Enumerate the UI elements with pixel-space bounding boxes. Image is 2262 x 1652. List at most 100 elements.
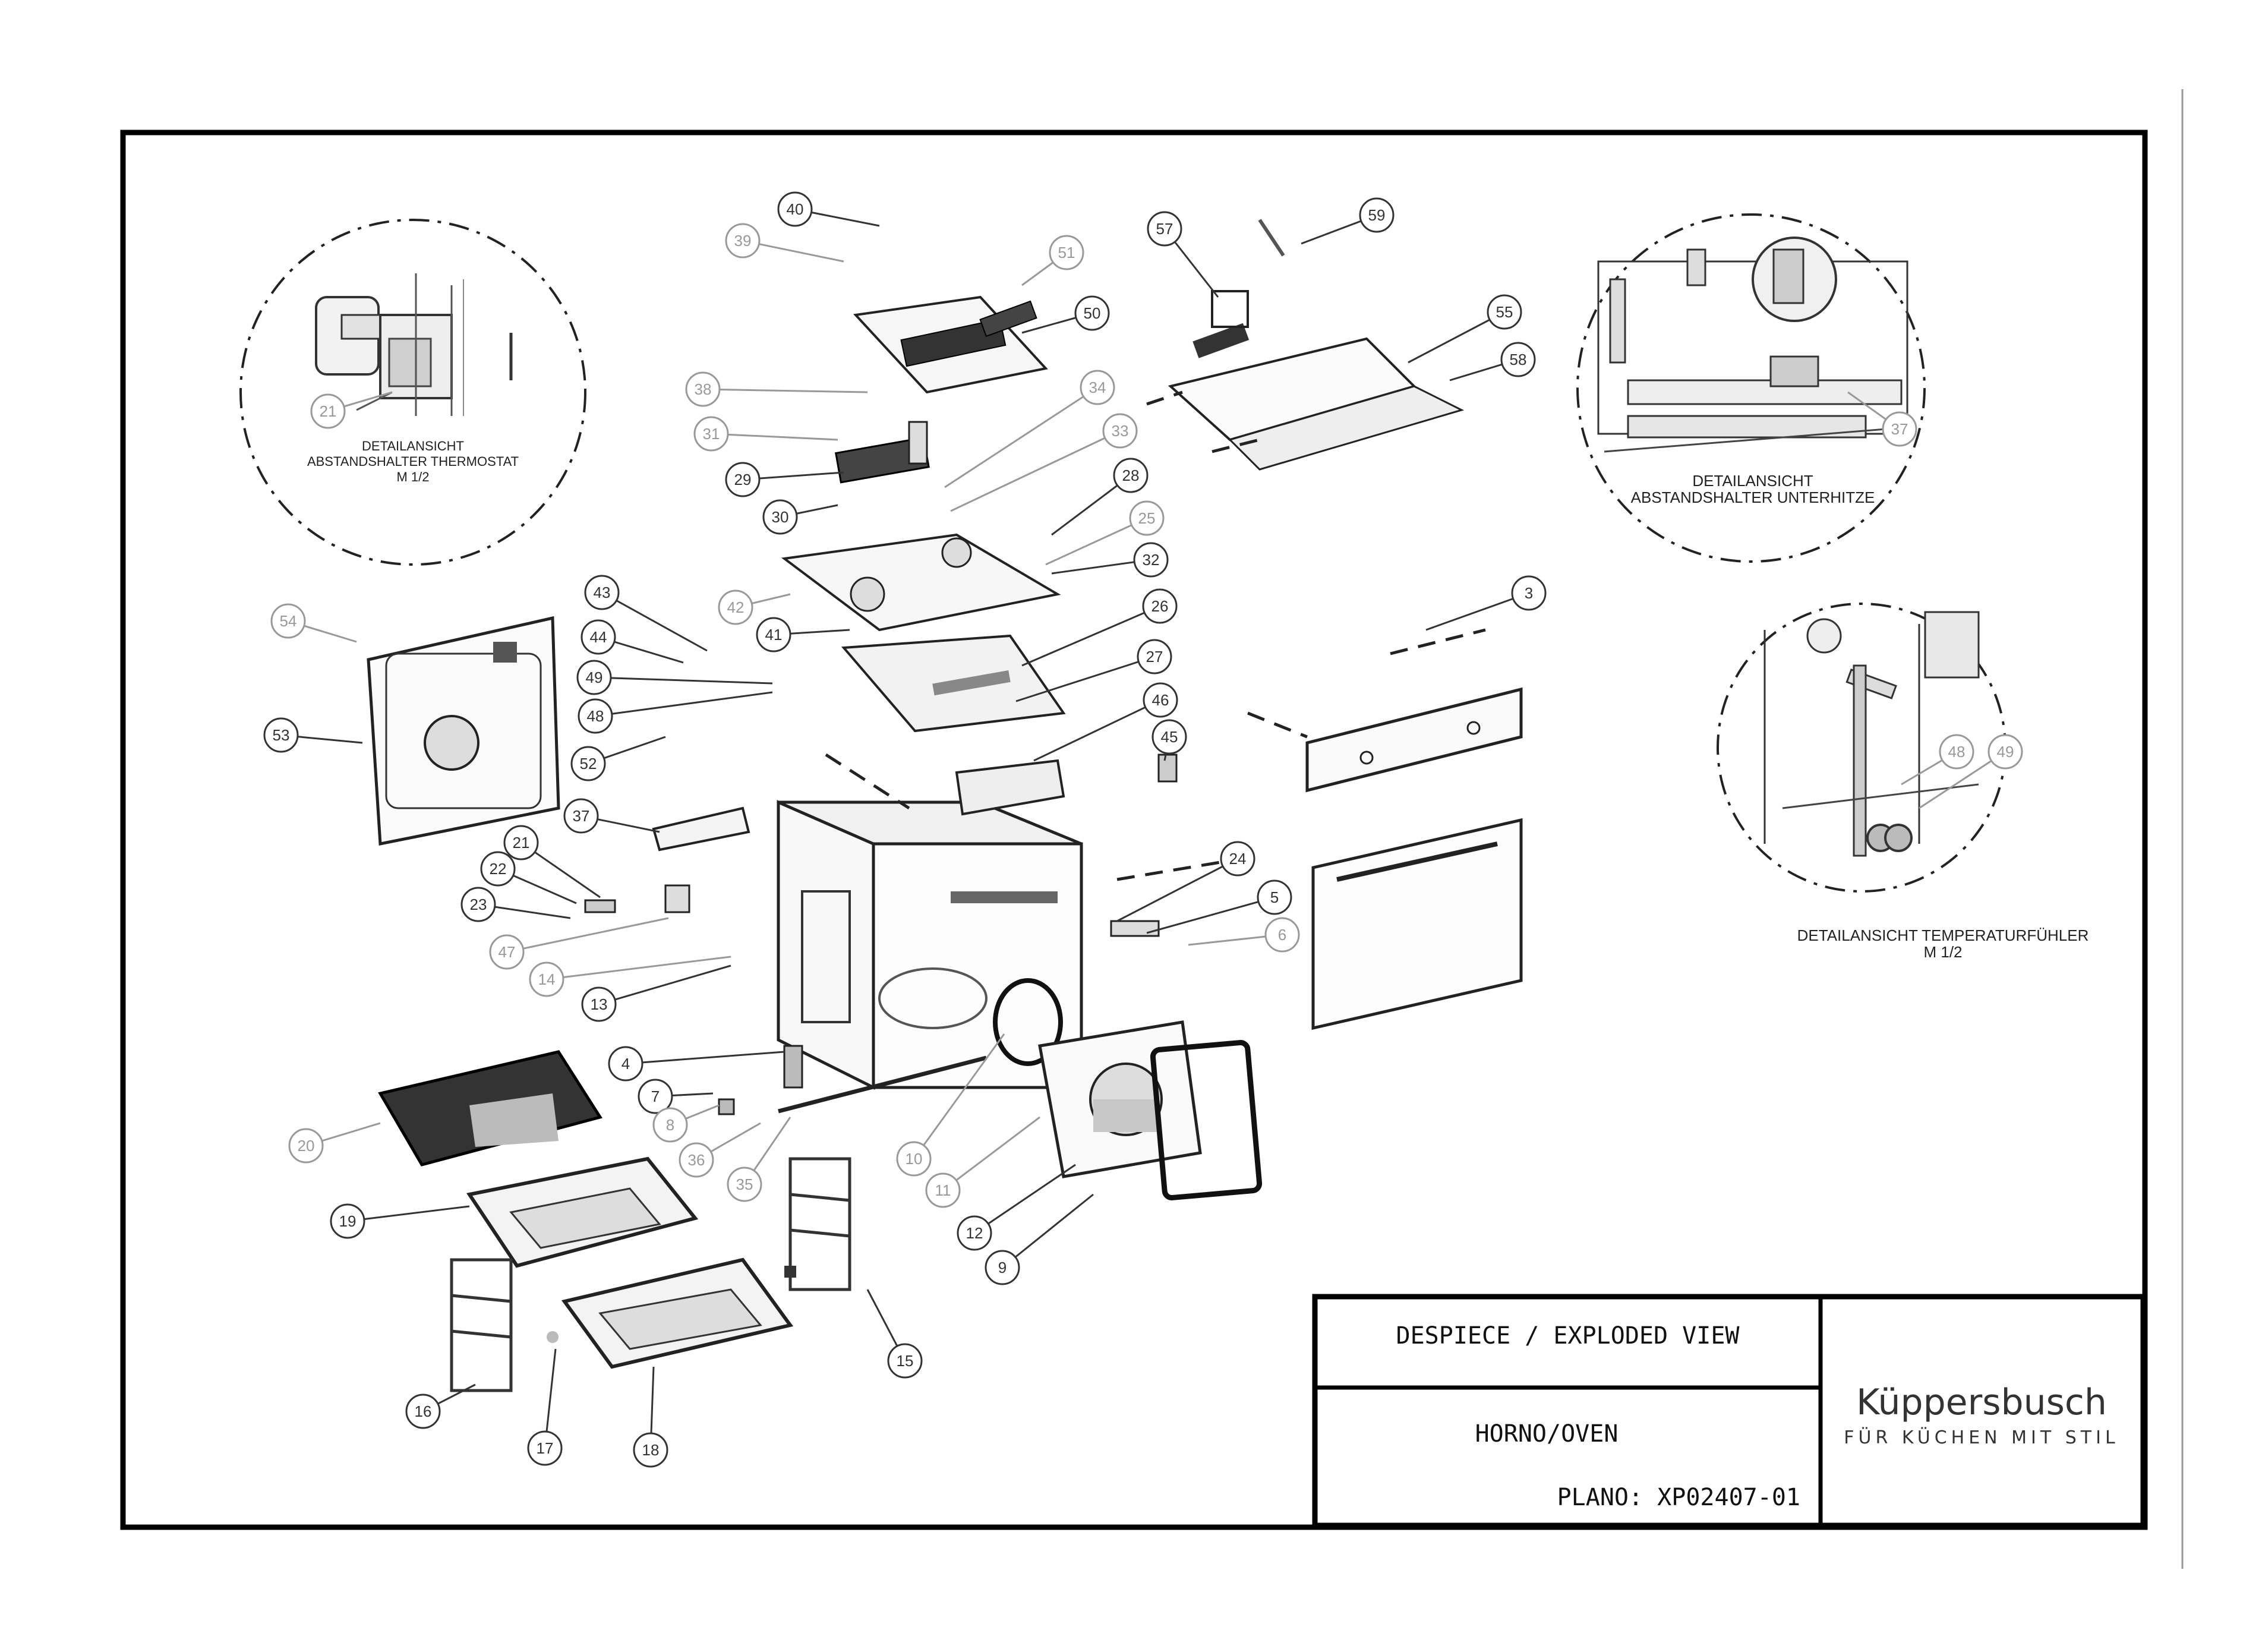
callout-leader [950,430,1121,512]
callout-number: 11 [935,1181,951,1199]
callout-number: 48 [1948,743,1966,761]
callout-number: 18 [642,1441,660,1459]
callout-number: 3 [1525,584,1533,602]
callout-number: 24 [1229,850,1247,868]
callout-number: 9 [998,1259,1007,1276]
callout-number: 12 [966,1224,983,1242]
callout-number: 7 [651,1087,660,1105]
callout-number: 44 [590,628,607,646]
callout-circle [896,1141,932,1177]
callout-circle [652,1107,688,1143]
callout-circle [777,191,813,227]
callout-number: 30 [772,508,789,526]
detail-circle-unterhitze [1576,213,1926,563]
callout-leader [974,1164,1076,1234]
callout-number: 5 [1270,888,1279,906]
fan-cover [1038,1020,1263,1200]
callout-circle [638,1079,673,1114]
callout-number: 34 [1089,379,1106,396]
callout-number: 19 [339,1212,357,1230]
callout-number: 14 [538,970,556,988]
callout-number: 54 [280,612,297,630]
callout-circle [263,717,299,753]
callout-leader [1146,896,1275,934]
detail-caption-thermostat: DETAILANSICHT ABSTANDSHALTER THERMOSTAT … [294,439,532,485]
brand-logo: Küppersbusch [1856,1382,2107,1423]
callout-number: 59 [1368,206,1386,224]
callout-circle [503,825,539,860]
callout-circle [527,1430,563,1466]
callout-number: 25 [1138,509,1156,527]
assembly-lines [825,390,1486,881]
callout-circle [725,223,761,258]
callout-leader [1033,699,1161,762]
callout-leader [595,691,773,717]
callout-leader [944,386,1098,488]
callout-circle [405,1394,441,1429]
callout-number: 57 [1156,220,1173,238]
callout-circle [1220,841,1255,877]
callout-number: 35 [736,1175,753,1193]
callout-circle [1511,575,1547,611]
callout-number: 55 [1496,303,1513,321]
callout-number: 27 [1146,648,1163,666]
detail-caption-line: ABSTANDSHALTER THERMOSTAT [307,454,519,469]
callout-circle [957,1215,992,1251]
callout-leader [1408,311,1505,364]
callout-number: 6 [1278,926,1286,944]
callout-number: 8 [666,1116,674,1134]
detail-circle-thermostat [239,219,586,566]
callout-leader [546,956,731,981]
detail-caption-temperaturfuehler: DETAILANSICHT TEMPERATURFÜHLER M 1/2 [1783,927,2103,960]
electronics-assembly [781,295,1066,733]
callout-circle [1151,719,1187,755]
callout-circle [1987,734,2023,770]
callout-number: 53 [273,726,290,744]
callout-number: 50 [1084,304,1101,322]
callout-circle [685,371,721,407]
callout-number: 43 [594,584,611,601]
detail-caption-unterhitze: DETAILANSICHT ABSTANDSHALTER UNTERHITZE [1628,472,1878,506]
callout-number: 20 [298,1137,315,1155]
callout-leader [702,388,868,393]
side-racks [450,1157,851,1392]
callout-number: 21 [320,402,337,420]
callout-number: 15 [897,1352,914,1370]
callout-circle [529,961,564,997]
detail-caption-line: DETAILANSICHT [362,439,464,453]
callout-number: 41 [765,626,783,644]
callout-circle [693,416,729,452]
small-parts [584,754,1178,1115]
callout-leader [625,1051,785,1065]
callout-circle [925,1172,961,1208]
callout-circle [581,619,616,655]
callout-circle [608,1046,643,1082]
drawing-title: DESPIECE / EXPLODED VIEW [1396,1322,1740,1350]
callout-leader [1002,1193,1094,1269]
callout-leader [1045,517,1147,566]
callout-leader [594,676,773,685]
callout-circle [1142,588,1178,624]
callout-circle [310,393,346,429]
callout-circle [1147,211,1182,247]
callout-number: 58 [1510,351,1527,368]
callout-circle [1264,917,1300,953]
callout-circle [1939,734,1974,770]
callout-circle [1133,542,1169,578]
callout-leader [347,1205,470,1222]
callout-number: 29 [734,471,752,488]
callout-circle [489,934,525,970]
callout-circle [762,499,798,535]
callout-circle [563,798,599,834]
drawing-subtitle: HORNO/OVEN [1475,1420,1619,1448]
callout-number: 40 [787,200,804,218]
callout-number: 31 [703,425,720,443]
callout-circle [1487,294,1522,330]
callout-number: 23 [470,896,487,913]
callout-number: 46 [1152,691,1169,709]
detail-caption-line: M 1/2 [1923,943,1963,961]
callout-leader [601,591,708,652]
callout-circle [985,1250,1020,1285]
callout-number: 16 [415,1402,432,1420]
detail-caption-line: M 1/2 [396,469,430,484]
